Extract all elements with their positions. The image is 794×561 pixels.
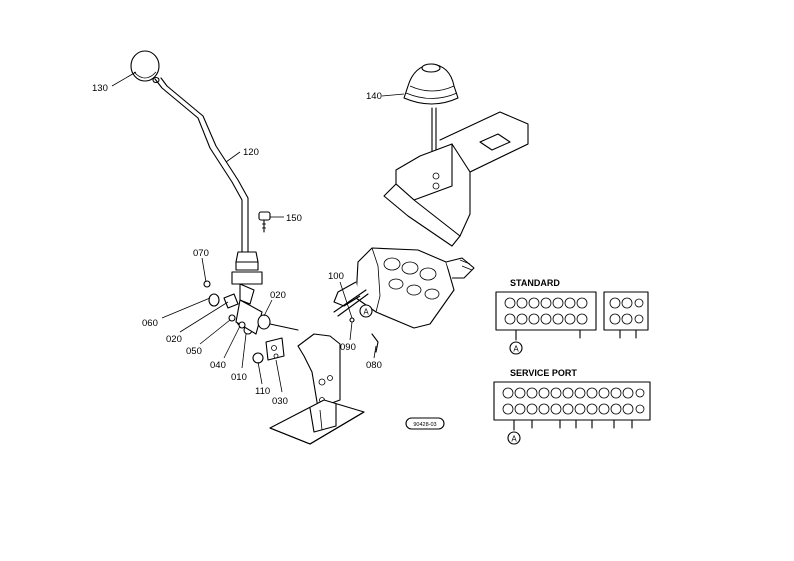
- standard-valve-schematic: STANDARD A: [495, 278, 649, 355]
- label-150: 150: [286, 213, 302, 224]
- body-panel-part: [383, 111, 529, 247]
- link-bracket-part: [265, 337, 285, 361]
- label-020-upper: 020: [270, 290, 286, 301]
- service-port-valve-schematic: SERVICE PORT A: [493, 368, 651, 445]
- label-130: 130: [92, 83, 108, 94]
- label-040: 040: [210, 360, 226, 371]
- standard-marker: A: [513, 345, 519, 354]
- service-port-marker: A: [511, 435, 517, 444]
- label-050: 050: [186, 346, 202, 357]
- valve-marker-circle: [359, 304, 373, 318]
- standard-heading: STANDARD: [510, 278, 560, 288]
- bolt-part: [258, 211, 271, 233]
- label-070: 070: [193, 248, 209, 259]
- label-060: 060: [142, 318, 158, 329]
- valve-marker: A: [363, 308, 369, 317]
- lever-rod-part: [154, 77, 249, 253]
- drawing-code-badge: 90428-03: [405, 417, 445, 430]
- service-port-heading: SERVICE PORT: [510, 368, 577, 378]
- label-120: 120: [243, 147, 259, 158]
- small-fasteners: [203, 280, 299, 364]
- label-080: 080: [366, 360, 382, 371]
- label-090: 090: [340, 342, 356, 353]
- label-100: 100: [328, 271, 344, 282]
- drawing-code: 90428-03: [413, 422, 436, 428]
- label-010: 010: [231, 372, 247, 383]
- label-110: 110: [255, 386, 270, 397]
- control-valve-part: A: [333, 247, 475, 353]
- label-030: 030: [272, 396, 288, 407]
- lever-knob-part: [130, 50, 160, 84]
- part-number-labels: 130 120 140 150 070 060 020 050 040 010 …: [92, 83, 382, 407]
- label-020-lower: 020: [166, 334, 182, 345]
- label-140: 140: [366, 91, 382, 102]
- base-mount-part: [269, 333, 365, 445]
- leader-lines: [111, 71, 405, 393]
